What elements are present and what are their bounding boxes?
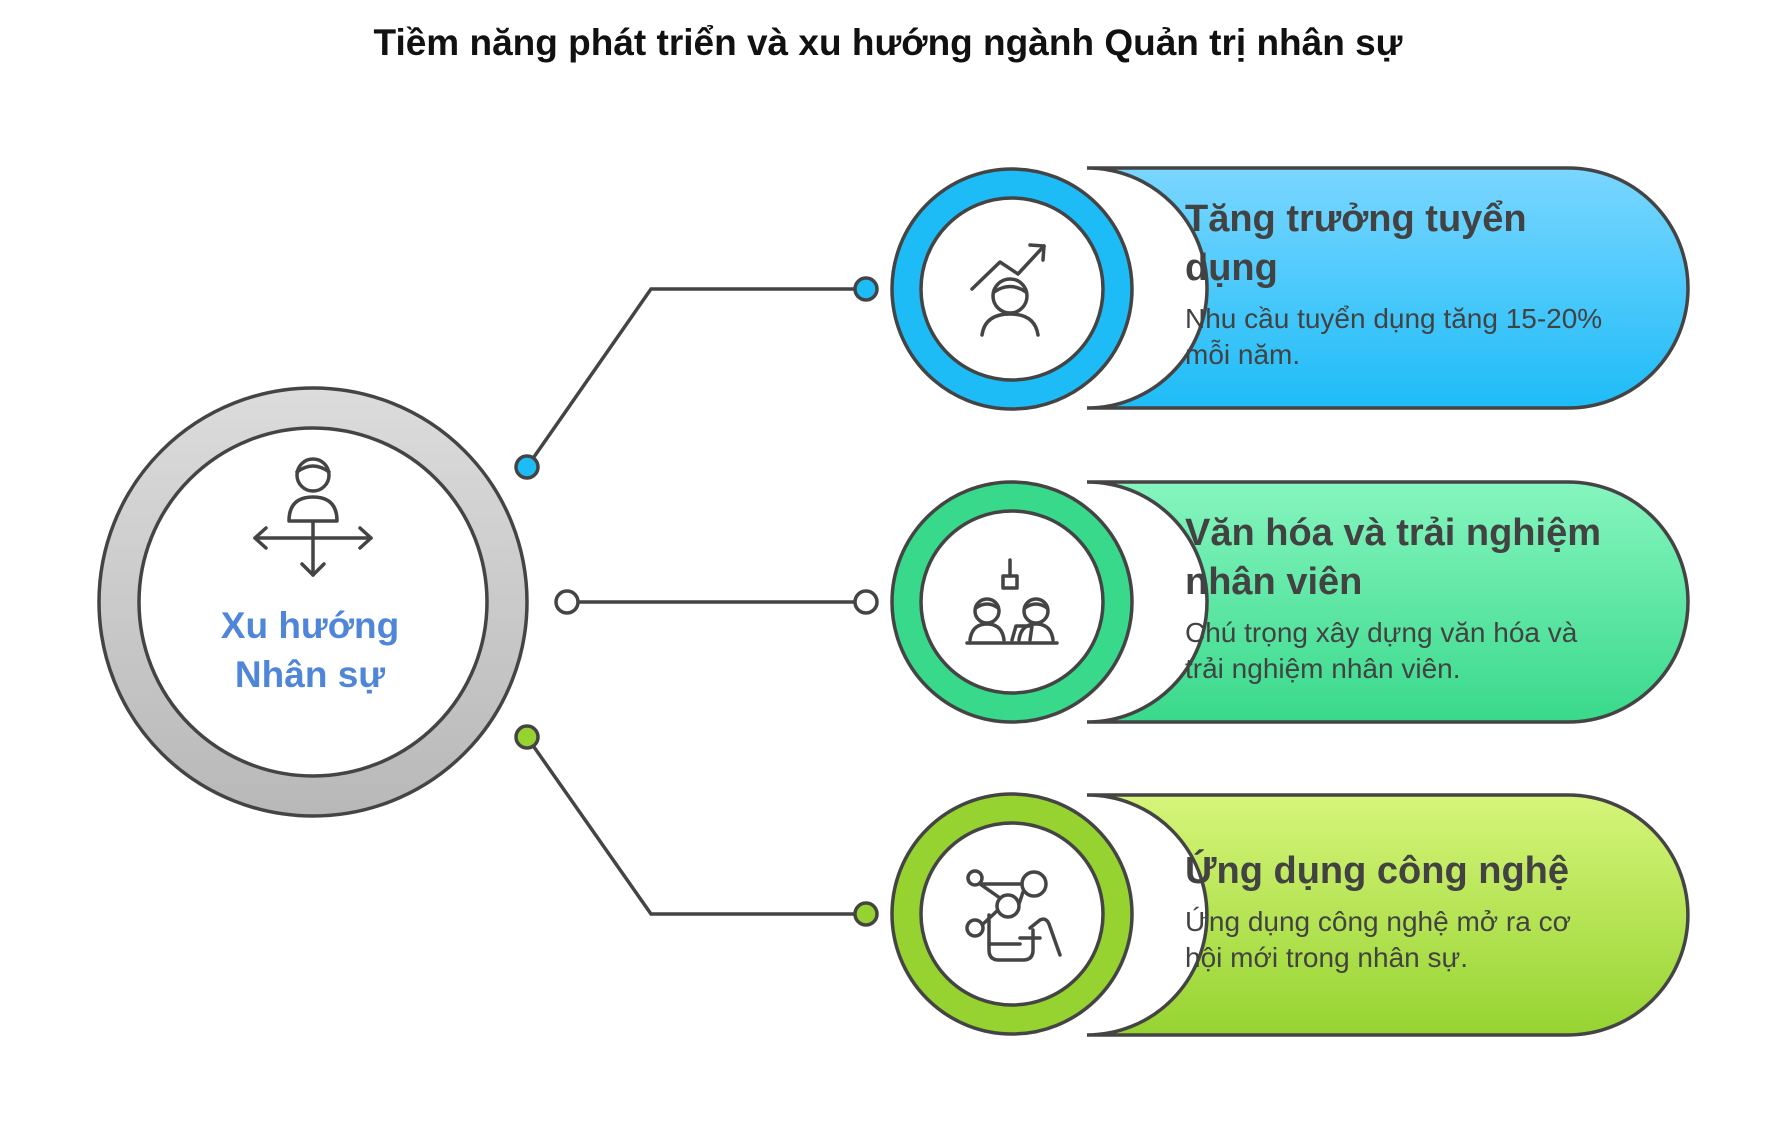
- branch-1-title: Tăng trưởng tuyển dụng: [1185, 198, 1527, 289]
- branch-card-3-banner: [1086, 793, 1690, 1037]
- center-hub: [97, 386, 529, 818]
- connector-dot-1-end: [853, 276, 879, 302]
- connector-line-3: [525, 735, 866, 916]
- branch-3-description: Ứng dụng công nghệ mở ra cơ hội mới tron…: [1185, 906, 1571, 973]
- branch-1-text: Tăng trưởng tuyển dụng Nhu cầu tuyển dụn…: [1185, 195, 1605, 373]
- branch-card-2-banner: [1086, 480, 1690, 724]
- branch-card-3: [890, 792, 1690, 1037]
- branch-card-1-banner: [1086, 166, 1690, 410]
- branch-card-3-inner: [919, 821, 1105, 1007]
- branch-3-text: Ứng dụng công nghệ Ứng dụng công nghệ mở…: [1185, 847, 1605, 976]
- connector-dot-3-end: [853, 901, 879, 927]
- branch-1-description: Nhu cầu tuyển dụng tăng 15-20% mỗi năm.: [1185, 303, 1603, 370]
- connector-dot-2-start: [554, 589, 580, 615]
- connector-dot-2-end: [853, 589, 879, 615]
- center-label: Xu hướng Nhân sự: [170, 601, 450, 699]
- branch-2-text: Văn hóa và trải nghiệm nhân viên Chú trọ…: [1185, 509, 1605, 687]
- center-inner-circle: [137, 426, 489, 778]
- growth-chart-person-icon: [970, 243, 1046, 337]
- branch-card-1-inner: [919, 196, 1105, 382]
- branch-card-1: [890, 166, 1690, 411]
- branch-card-2-inner: [919, 509, 1105, 695]
- connector-dot-3-start: [514, 724, 540, 750]
- branch-3-title: Ứng dụng công nghệ: [1185, 850, 1570, 892]
- connector-dots: [514, 276, 879, 927]
- branch-card-2: [890, 480, 1690, 724]
- connector-line-1: [525, 287, 866, 469]
- person-directions-icon: [253, 457, 373, 577]
- page-title: Tiềm năng phát triển và xu hướng ngành Q…: [373, 22, 1403, 63]
- center-label-line1: Xu hướng: [220, 605, 400, 646]
- center-label-line2: Nhân sự: [234, 654, 386, 695]
- meeting-people-icon: [965, 558, 1059, 645]
- connectors: [525, 287, 866, 916]
- branch-2-title: Văn hóa và trải nghiệm nhân viên: [1185, 512, 1601, 603]
- connector-dot-1-start: [514, 454, 540, 480]
- network-hand-device-icon: [965, 869, 1062, 962]
- branch-2-description: Chú trọng xây dựng văn hóa và trải nghiệ…: [1185, 617, 1578, 684]
